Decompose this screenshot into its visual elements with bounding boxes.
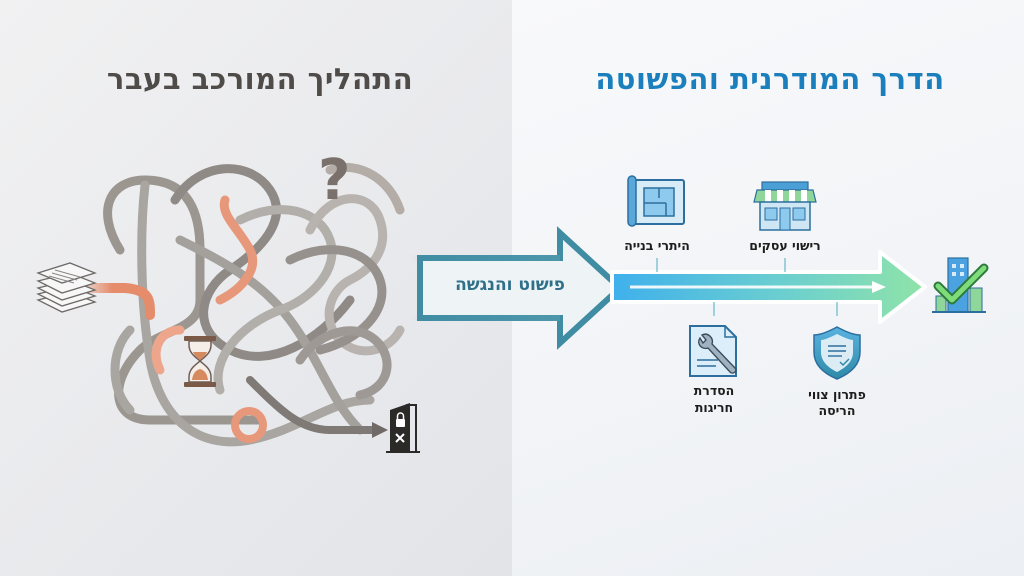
step-violations-line1: הסדרת <box>693 383 735 398</box>
step-business-licensing-label: רישוי עסקים <box>749 238 821 253</box>
document-stack-icon <box>36 262 97 313</box>
right-title: הדרך המודרנית והפשוטה <box>595 62 945 96</box>
left-title: התהליך המורכב בעבר <box>106 62 414 96</box>
step-violations-line2: חריגות <box>694 400 734 415</box>
tangled-maze-diagram <box>70 162 425 447</box>
question-mark-icon: ? <box>318 148 351 213</box>
locked-door-icon <box>386 403 420 453</box>
step-building-permits-label: היתרי בנייה <box>624 238 690 253</box>
transition-label: פישוט והנגשה <box>455 275 565 295</box>
step-demolition-orders-line2: הריסה <box>818 403 856 418</box>
hourglass-icon <box>184 336 216 387</box>
step-demolition-orders-line1: פתרון צווי <box>808 387 866 402</box>
